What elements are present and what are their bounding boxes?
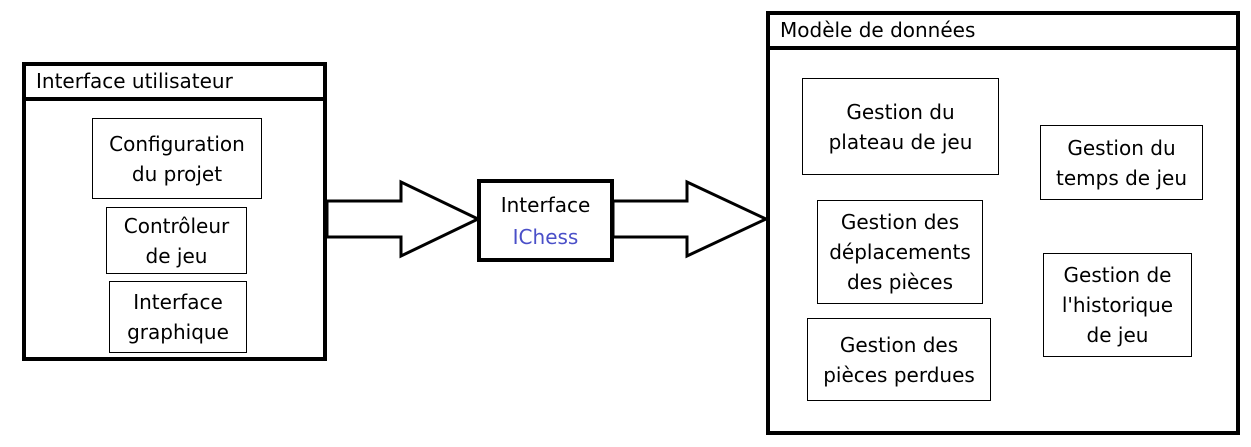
module-label-line2: graphique <box>127 320 229 344</box>
module-captured-pieces-management: Gestion des pièces perdues <box>807 318 991 401</box>
interface-label: Interface <box>500 192 591 217</box>
module-label-line: pièces perdues <box>823 362 975 387</box>
module-label-line: Gestion des <box>839 332 959 357</box>
module-label-line: des pièces <box>846 270 954 294</box>
arrow-ui-to-interface <box>325 179 482 259</box>
module-label-line: de jeu <box>1086 323 1149 347</box>
module-moves-management: Gestion des déplacements des pièces <box>817 200 983 304</box>
module-label-line: l'historique <box>1061 293 1174 317</box>
module-label-line2: de jeu <box>145 243 208 268</box>
module-time-management: Gestion du temps de jeu <box>1040 125 1203 200</box>
module-label-line: Gestion des <box>840 210 960 234</box>
module-label-line1: Contrôleur <box>123 213 230 238</box>
module-graphical-interface: Interface graphique <box>109 281 247 353</box>
module-label-line: plateau de jeu <box>828 129 973 154</box>
module-label-line: Gestion du <box>1067 135 1176 160</box>
module-project-config: Configuration du projet <box>92 118 262 199</box>
user-interface-title: Interface utilisateur <box>26 66 323 101</box>
module-label-line2: du projet <box>131 161 223 186</box>
interface-name: IChess <box>512 224 579 249</box>
arrow-interface-to-model <box>611 179 770 259</box>
ichess-interface-box: Interface IChess <box>477 179 614 262</box>
module-label-line: Gestion de <box>1063 263 1172 287</box>
module-label-line1: Interface <box>133 290 223 314</box>
module-history-management: Gestion de l'historique de jeu <box>1043 253 1192 357</box>
module-board-management: Gestion du plateau de jeu <box>802 78 999 175</box>
data-model-title: Modèle de données <box>770 15 1236 50</box>
module-label-line: temps de jeu <box>1056 165 1187 190</box>
module-label-line: Gestion du <box>846 99 955 124</box>
module-game-controller: Contrôleur de jeu <box>106 207 247 274</box>
module-label-line: déplacements <box>829 240 971 264</box>
module-label-line1: Configuration <box>109 131 245 156</box>
